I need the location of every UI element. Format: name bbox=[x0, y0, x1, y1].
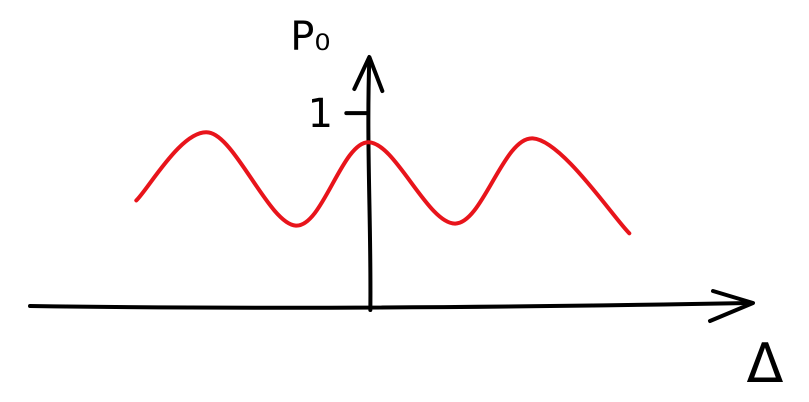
y-axis-label: P₀ bbox=[290, 14, 330, 60]
x-axis-arrowhead bbox=[708, 289, 755, 323]
x-axis-label: Δ bbox=[747, 332, 784, 395]
y-tick-label: 1 bbox=[308, 91, 333, 137]
y-axis-arrowhead bbox=[352, 55, 385, 93]
series-line bbox=[134, 130, 632, 236]
y-axis-line bbox=[366, 56, 373, 312]
x-axis-line bbox=[28, 301, 752, 310]
